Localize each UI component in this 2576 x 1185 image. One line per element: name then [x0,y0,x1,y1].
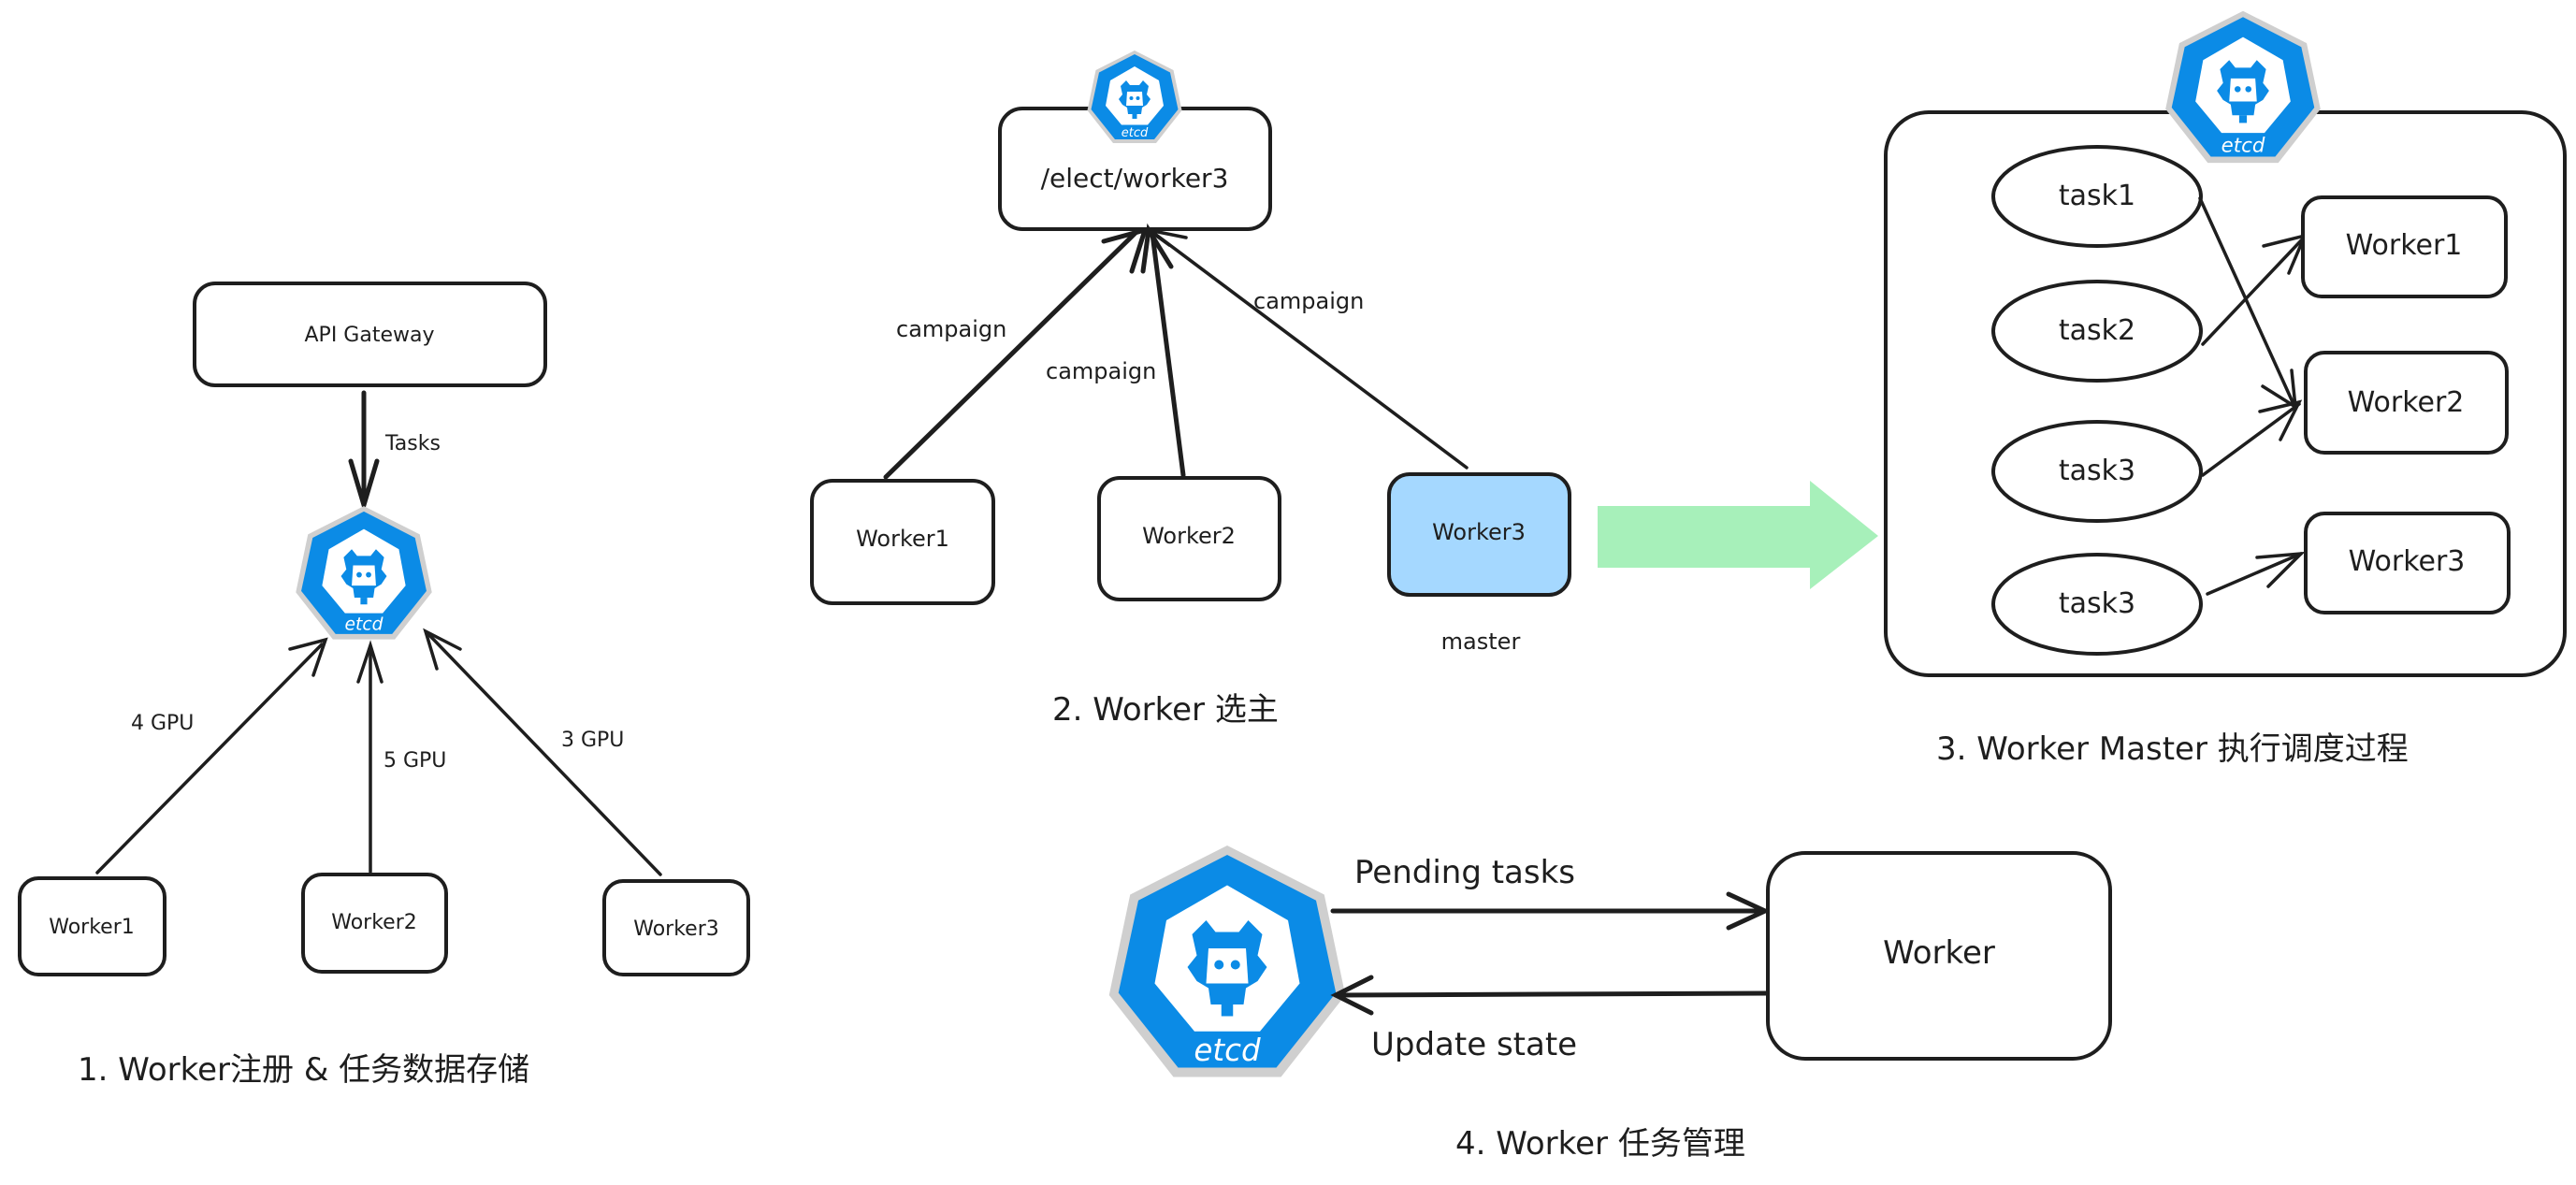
section-task-management: Pending tasks Update state Worker 4. Wor… [1108,845,2112,1163]
s2-worker1-node[interactable]: Worker1 [810,479,995,605]
api-gateway-box [193,282,547,387]
worker1-box [18,876,166,976]
worker1-arrowhead [288,637,328,677]
s3-worker3-box [2304,512,2511,614]
section-master-scheduling: task1 task2 task3 task3 Worker1 Worker [1884,10,2567,768]
master-label: master [1441,629,1521,655]
campaign-label-3: campaign [1253,288,1364,314]
task1-label: task1 [2059,180,2135,212]
section4-caption: 4. Worker 任务管理 [1455,1125,1745,1163]
arrowhead [2258,399,2303,441]
tasks-arrowhead [348,458,380,513]
s3-worker2-box [2304,351,2509,455]
section2-caption: 2. Worker 选主 [1052,691,1279,729]
worker2-campaign-arrow [1150,231,1186,478]
task2-label: task2 [2059,314,2135,347]
tasks-edge-label: Tasks [384,432,441,455]
worker3-label: Worker3 [633,918,719,941]
task1-ellipse [1991,145,2203,248]
worker3-register-arrow [427,632,662,876]
arrowhead [2255,551,2306,588]
campaign-arrowhead-3 [1147,228,1188,247]
s2-worker1-box [810,479,995,605]
s3-worker1-label: Worker1 [2346,229,2463,262]
s3-worker2-node[interactable]: Worker2 [2304,351,2509,455]
campaign-arrowhead-1 [1101,226,1149,274]
s4-worker-box [1766,851,2112,1061]
task2-to-worker1-arrow [2201,235,2307,346]
task4-to-worker3-arrow [2206,552,2303,596]
s4-worker-label: Worker [1883,934,1995,972]
worker3-campaign-arrow [1151,230,1469,470]
etcd-icon [296,506,432,640]
update-state-arrow [1333,990,1771,998]
s3-worker3-node[interactable]: Worker3 [2304,512,2511,614]
worker2-box [301,873,448,974]
task3-to-worker2-arrow [2201,402,2301,477]
task-node[interactable]: task1 [1991,145,2203,248]
update-arrowhead [1330,975,1374,1016]
campaign-label-1: campaign [896,316,1006,342]
s2-worker2-box [1097,476,1281,601]
task4-ellipse [1991,553,2203,656]
pending-tasks-label: Pending tasks [1354,854,1575,891]
task-node[interactable]: task3 [1991,553,2203,656]
task3-label: task3 [2059,455,2135,487]
elect-key-label: /elect/worker3 [1041,163,1229,194]
worker2-node[interactable]: Worker2 [301,873,448,974]
section-worker-registration: API Gateway Tasks 4 GPU 5 GPU 3 GPU Work… [18,282,750,1089]
s3-worker1-node[interactable]: Worker1 [2301,195,2508,298]
s3-worker2-label: Worker2 [2348,386,2465,419]
api-gateway-label: API Gateway [305,324,435,347]
worker1-gpu-label: 4 GPU [131,712,194,735]
api-gateway-node[interactable]: API Gateway [193,282,547,387]
pending-arrowhead [1726,891,1771,931]
task4-label: task3 [2059,587,2135,620]
worker2-label: Worker2 [331,911,417,934]
s2-worker3-master-node[interactable]: Worker3 [1387,472,1571,597]
task-node[interactable]: task2 [1991,280,2203,383]
transition-arrow [1598,481,1878,589]
worker1-register-arrow [95,643,324,874]
campaign-label-2: campaign [1046,358,1156,384]
task1-to-worker2-arrow [2198,196,2295,406]
s4-worker-node[interactable]: Worker [1766,851,2112,1061]
worker1-node[interactable]: Worker1 [18,876,166,976]
s3-worker3-label: Worker3 [2349,545,2466,578]
worker3-arrowhead [423,628,462,671]
task-node[interactable]: task3 [1991,420,2203,523]
section3-caption: 3. Worker Master 执行调度过程 [1936,730,2409,768]
s3-worker1-box [2301,195,2508,298]
section-worker-election: /elect/worker3 campaign campaign campaig… [810,51,1878,729]
worker2-arrowhead [356,640,384,684]
s2-worker3-box [1387,472,1571,597]
worker3-box [602,879,750,976]
s2-worker3-label: Worker3 [1432,519,1526,545]
s2-worker2-node[interactable]: Worker2 [1097,476,1281,601]
worker1-campaign-arrow [883,229,1139,480]
task2-ellipse [1991,280,2203,383]
worker3-node[interactable]: Worker3 [602,879,750,976]
task3-ellipse [1991,420,2203,523]
worker1-label: Worker1 [49,916,135,939]
s2-worker2-label: Worker2 [1142,523,1236,549]
worker2-gpu-label: 5 GPU [384,749,446,773]
etcd-icon [1108,845,1346,1077]
elect-key-node[interactable]: /elect/worker3 [998,107,1272,231]
worker3-gpu-label: 3 GPU [561,729,624,752]
s2-worker1-label: Worker1 [856,526,949,552]
update-state-label: Update state [1371,1026,1577,1063]
section1-caption: 1. Worker注册 & 任务数据存储 [78,1051,529,1089]
